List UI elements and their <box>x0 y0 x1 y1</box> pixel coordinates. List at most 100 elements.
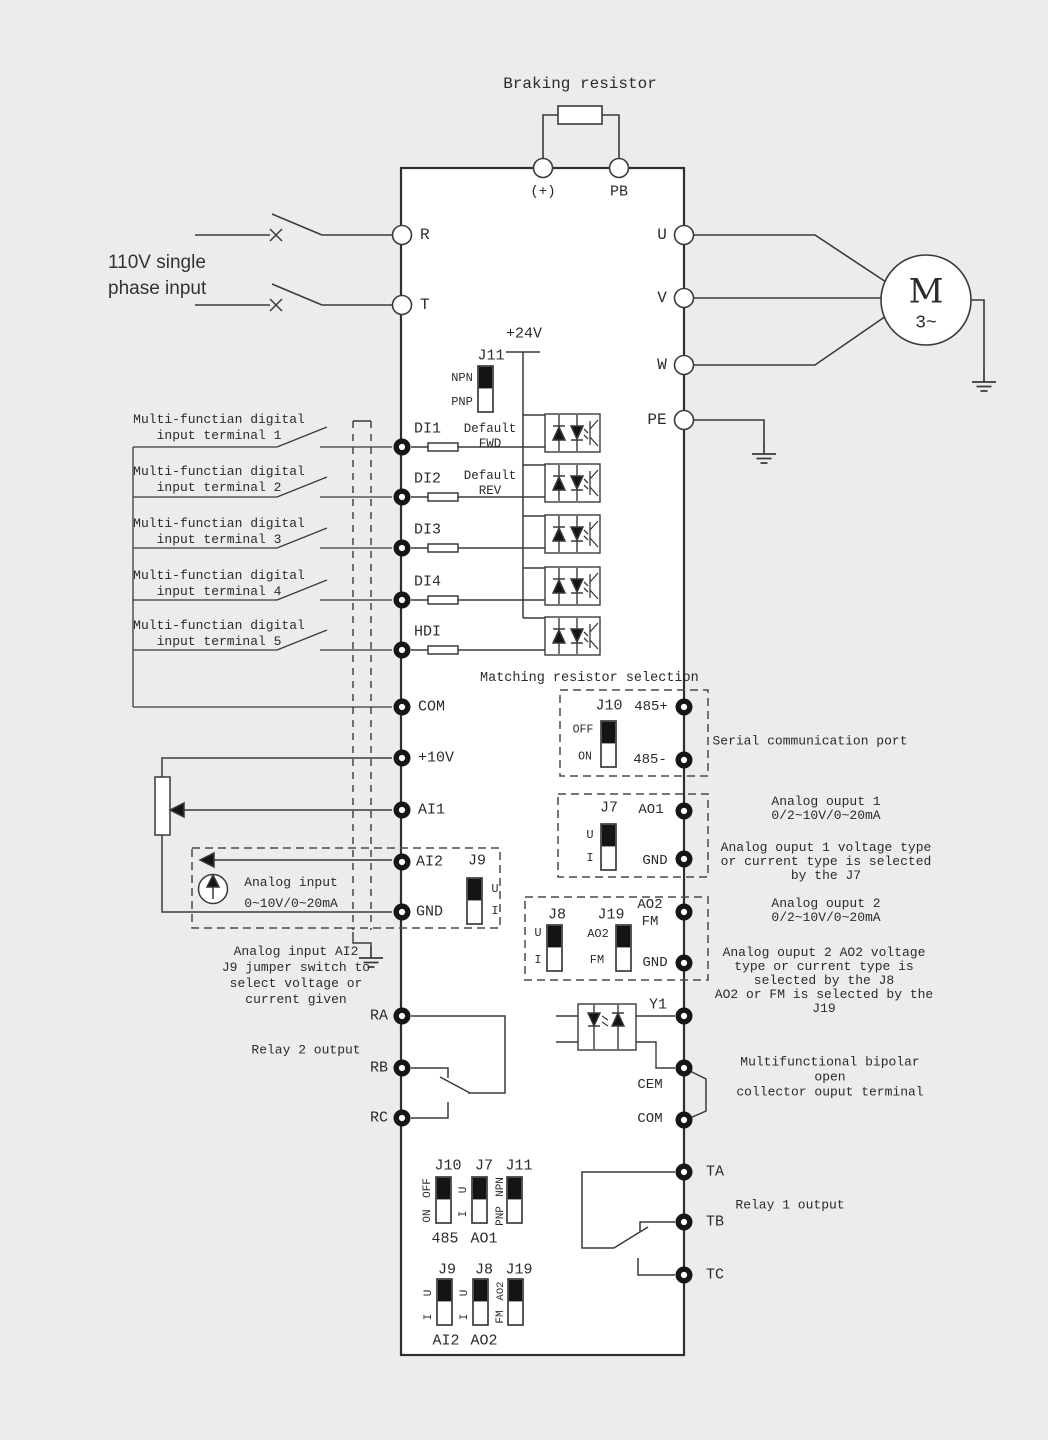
terminal-label-rb: RB <box>369 1059 389 1077</box>
j11-npn-label: NPN <box>451 371 473 386</box>
terminal-label-485p: 485+ <box>634 698 668 715</box>
bottom-j8-label: J8 <box>474 1261 494 1279</box>
terminal-rc <box>393 1109 411 1127</box>
terminal-rb <box>393 1059 411 1077</box>
terminal-label-di3: DI3 <box>414 521 442 539</box>
bottom-ai2-label: AI2 <box>432 1332 460 1350</box>
bottom-j7-u-label: U <box>458 1186 470 1194</box>
di2-default-note: Default REV <box>463 469 517 498</box>
terminal-label-y1: Y1 <box>648 996 668 1014</box>
collector-note: Multifunctional bipolar open collector o… <box>736 1054 924 1100</box>
jumper-j8 <box>546 924 563 972</box>
braking-resistor-symbol <box>557 105 603 125</box>
ai2-arrow <box>198 851 215 869</box>
terminal-pe <box>673 409 695 431</box>
rail-24v <box>506 351 545 619</box>
jumper-j10 <box>600 720 617 768</box>
serial-port-note: Serial communication port <box>712 733 908 749</box>
terminal-tc <box>675 1266 693 1284</box>
j19-label: J19 <box>597 906 625 924</box>
terminal-label-pb: PB <box>609 183 629 201</box>
terminal-label-gnd: GND <box>416 903 444 921</box>
jumper-j10-bottom <box>435 1176 452 1224</box>
terminal-label-ai1: AI1 <box>418 801 446 819</box>
terminal-di4 <box>393 591 411 609</box>
analog-input-circuits <box>154 757 392 913</box>
terminal-label-485n: 485- <box>633 751 667 768</box>
braking-resistor-circuit <box>542 105 620 160</box>
di-callout-ladder <box>132 426 392 708</box>
terminal-label-t: T <box>420 295 430 314</box>
optocoupler-di2 <box>544 463 601 503</box>
ao1-note1: Analog ouput 1 0/2~10V/0~20mA <box>771 794 881 823</box>
bottom-j19-fm-label: FM <box>495 1310 507 1324</box>
terminal-r <box>391 224 413 246</box>
bottom-j7-i-label: I <box>458 1210 470 1218</box>
di-callout-4: Multi-functian digital input terminal 4 <box>133 568 305 599</box>
y1-optocoupler <box>556 1003 675 1069</box>
terminal-485p <box>675 698 693 716</box>
terminal-cem <box>675 1059 693 1077</box>
bottom-j11-npn-label: NPN <box>495 1177 507 1197</box>
terminal-ra <box>393 1007 411 1025</box>
j11-label: J11 <box>477 347 505 365</box>
terminal-label-tb: TB <box>705 1213 725 1231</box>
jumper-j11-bottom <box>506 1176 523 1224</box>
terminal-10v <box>393 749 411 767</box>
j19-ao2-label: AO2 <box>587 927 609 942</box>
di-callout-1: Multi-functian digital input terminal 1 <box>133 412 305 443</box>
ai2-note: Analog input AI2 J9 jumper switch to sel… <box>221 944 371 1007</box>
terminal-hdi <box>393 641 411 659</box>
terminal-com <box>393 698 411 716</box>
bottom-j10-on-label: ON <box>422 1209 434 1223</box>
terminal-ao1-gnd <box>675 850 693 868</box>
j8-label: J8 <box>547 906 567 924</box>
bottom-j19-label: J19 <box>505 1261 533 1279</box>
terminal-di2 <box>393 488 411 506</box>
bottom-j7-label: J7 <box>474 1157 494 1175</box>
relay2-contacts <box>411 1015 506 1119</box>
terminal-gnd <box>393 903 411 921</box>
jumper-j11 <box>477 365 494 413</box>
jumper-j9 <box>466 877 483 925</box>
terminal-label-w: W <box>657 355 667 374</box>
terminal-label-hdi: HDI <box>414 623 442 641</box>
motor-phase: 3~ <box>915 313 937 334</box>
terminal-label-ao1: AO1 <box>638 801 664 818</box>
terminal-di3 <box>393 539 411 557</box>
mains-input-switches <box>195 213 392 312</box>
j9-u-label: U <box>491 882 499 897</box>
jumper-j8-bottom <box>472 1278 489 1326</box>
relay1-contacts <box>581 1171 675 1276</box>
di1-default-note: Default FWD <box>463 422 517 451</box>
terminal-label-ra: RA <box>369 1007 389 1025</box>
bottom-j8-u-label: U <box>459 1289 471 1297</box>
terminal-t <box>391 294 413 316</box>
terminal-dc-plus <box>532 157 554 179</box>
optocoupler-di4 <box>544 566 601 606</box>
j7-i-label: I <box>586 851 594 866</box>
motor-letter: M <box>908 271 944 312</box>
optocoupler-hdi <box>544 616 601 656</box>
ao2-note1: Analog ouput 2 0/2~10V/0~20mA <box>771 896 881 925</box>
motor-ground-icon <box>971 369 997 392</box>
j9-label: J9 <box>467 852 487 870</box>
j7-u-label: U <box>586 828 594 843</box>
ao1-note2: Analog ouput 1 voltage type or current t… <box>720 840 932 883</box>
inverter-enclosure <box>399 166 686 1357</box>
terminal-v <box>673 287 695 309</box>
dashed-option-boxes <box>191 689 709 981</box>
optocoupler-di1 <box>544 413 601 453</box>
terminal-label-cem: CEM <box>637 1076 663 1093</box>
matching-resistor-heading: Matching resistor selection <box>480 671 699 687</box>
j10-label: J10 <box>595 697 623 715</box>
j11-pnp-label: PNP <box>451 395 473 410</box>
bottom-j9-i-label: I <box>423 1313 435 1321</box>
terminal-label-ao2-fm: AO2 FM <box>637 897 663 930</box>
terminal-ta <box>675 1163 693 1181</box>
terminal-label-pe: PE <box>647 410 667 429</box>
terminal-u <box>673 224 695 246</box>
j9-i-label: I <box>491 904 499 919</box>
bottom-j10-label: J10 <box>434 1157 462 1175</box>
